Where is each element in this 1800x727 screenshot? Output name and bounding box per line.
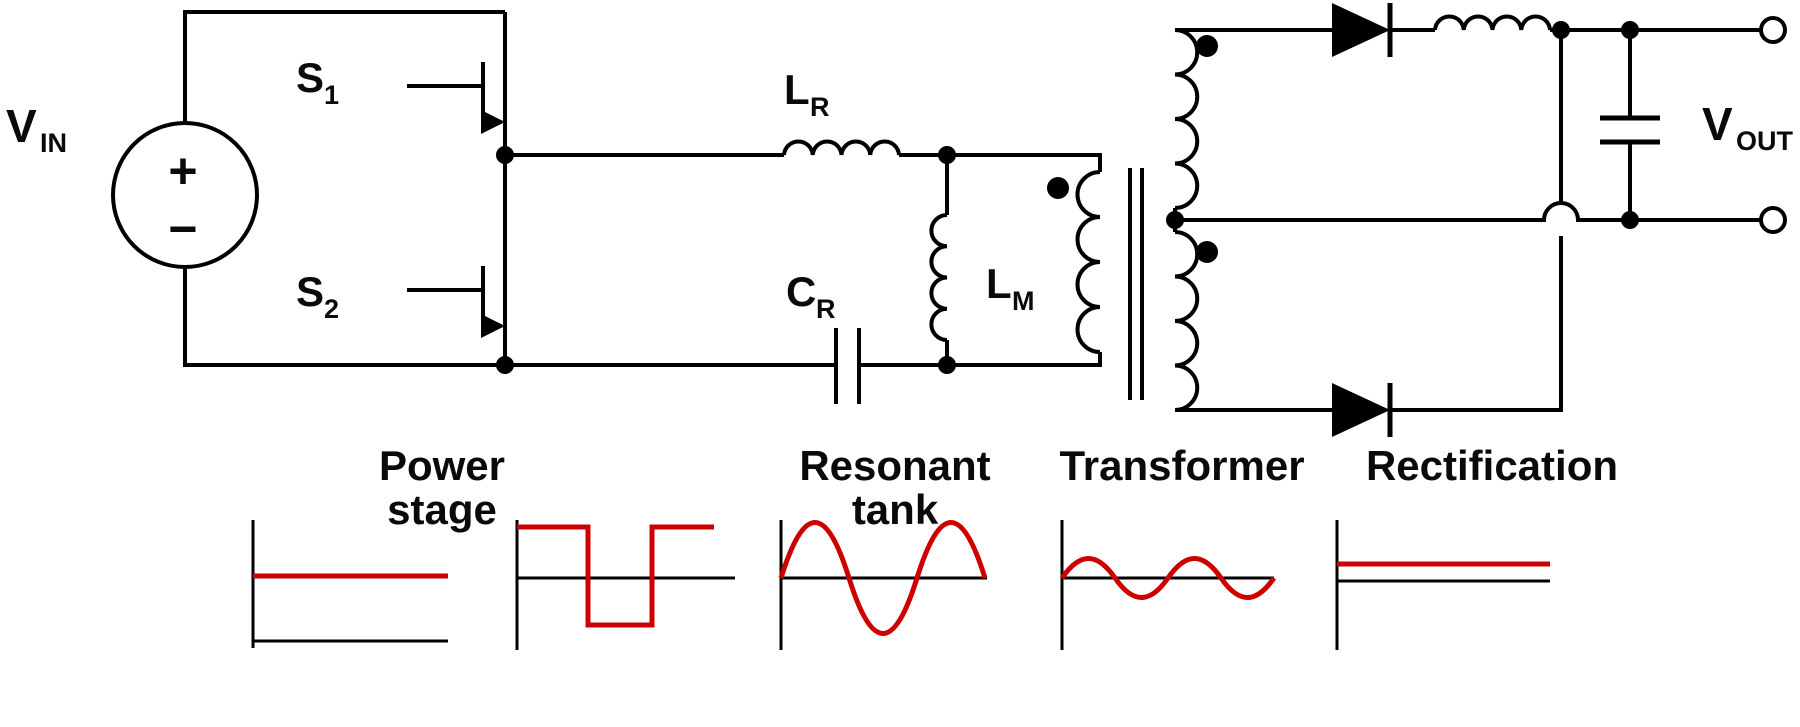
- center-tap-wire: [1175, 201, 1761, 222]
- minus-symbol: −: [168, 201, 197, 257]
- junction-dot: [938, 356, 956, 374]
- output-capacitor: [1600, 30, 1660, 220]
- s2-arrow-icon: [481, 314, 505, 338]
- section-label-resonant-tank-line1: Resonant: [799, 442, 990, 489]
- wire: [183, 267, 505, 367]
- mosfet-s2: S 2: [296, 266, 505, 338]
- s1-label: S: [296, 54, 324, 101]
- waveform-large-sine-trace: [778, 520, 988, 636]
- output-inductor: [1433, 14, 1552, 31]
- lm-label-sub: M: [1012, 286, 1035, 316]
- lr-label-sub: R: [810, 92, 830, 122]
- waveform-square-wave: [515, 520, 735, 650]
- inductor-lr: L R: [782, 66, 1102, 172]
- transformer-primary-coil: [1075, 170, 1101, 354]
- section-label-transformer: Transformer: [1059, 442, 1304, 489]
- junction-dot: [496, 356, 514, 374]
- output-terminal-negative: [1759, 206, 1787, 234]
- cr-label-sub: R: [816, 294, 836, 324]
- section-label-power-stage-line2: stage: [387, 486, 497, 533]
- s1-arrow-icon: [481, 110, 505, 134]
- section-labels: Power stage Resonant tank Transformer Re…: [379, 442, 1618, 533]
- diode-bottom-icon: [1332, 383, 1390, 437]
- vout-label: V: [1702, 98, 1733, 150]
- plus-symbol: +: [168, 143, 197, 199]
- lr-coil: [782, 139, 901, 156]
- s2-label-sub: 2: [324, 294, 339, 324]
- cr-label: C: [786, 268, 816, 315]
- waveform-output-dc: [1335, 520, 1550, 650]
- section-label-rectification: Rectification: [1366, 442, 1618, 489]
- junction-dot: [1621, 211, 1639, 229]
- wire: [1390, 236, 1563, 412]
- wire: [899, 153, 1102, 172]
- polarity-dot-primary: [1047, 177, 1069, 199]
- junction-dot: [1621, 21, 1639, 39]
- waveform-resonant-sine: [778, 520, 988, 650]
- transformer: [1047, 28, 1218, 412]
- waveform-scaled-sine: [1059, 520, 1277, 650]
- lr-label: L: [784, 66, 810, 113]
- vout-label-group: V OUT: [1702, 98, 1794, 156]
- rectifier-bottom-diode: [1175, 30, 1563, 437]
- capacitor-cr: C R: [786, 268, 1102, 404]
- waveform-square-trace: [517, 524, 714, 628]
- input-voltage-source: V IN + −: [6, 100, 259, 269]
- wire: [859, 352, 1102, 367]
- waveform-input-dc: [251, 520, 448, 648]
- junction-dot: [496, 146, 514, 164]
- diode-top-icon: [1332, 3, 1390, 57]
- inductor-lm: L M: [929, 155, 1035, 365]
- transformer-secondary-bottom-coil: [1174, 230, 1200, 412]
- section-label-resonant-tank-line2: tank: [852, 486, 939, 533]
- rectifier-top-diode: [1175, 3, 1435, 57]
- transformer-secondary-top-coil: [1174, 28, 1200, 210]
- output-terminal-positive: [1759, 16, 1787, 44]
- junction-dot: [1552, 21, 1570, 39]
- vin-label: V: [6, 100, 37, 152]
- mosfet-s1: S 1: [296, 54, 505, 134]
- output-inductor-coil: [1433, 14, 1552, 31]
- s2-label: S: [296, 268, 324, 315]
- vout-label-sub: OUT: [1736, 126, 1794, 156]
- polarity-dot-secondary-top: [1196, 35, 1218, 57]
- wire: [183, 10, 505, 123]
- polarity-dot-secondary-bottom: [1196, 241, 1218, 263]
- lm-coil: [929, 213, 948, 342]
- waveform-small-sine-trace: [1059, 556, 1277, 600]
- lm-label: L: [986, 260, 1012, 307]
- vin-label-sub: IN: [40, 128, 67, 158]
- s1-label-sub: 1: [324, 80, 339, 110]
- junction-dot: [938, 146, 956, 164]
- section-label-power-stage-line1: Power: [379, 442, 505, 489]
- junction-dot: [1166, 211, 1184, 229]
